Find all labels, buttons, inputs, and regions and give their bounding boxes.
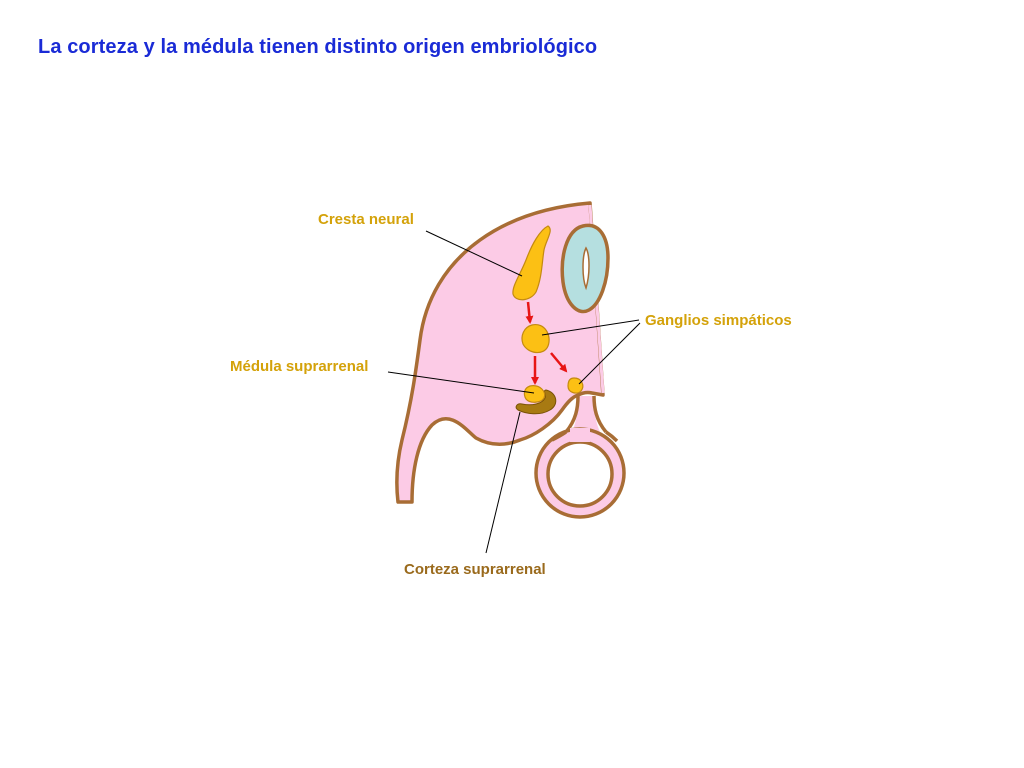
gut-stalk-right-wall bbox=[592, 395, 608, 434]
label-neural-crest: Cresta neural bbox=[318, 211, 414, 228]
label-adrenal-medulla: Médula suprarrenal bbox=[230, 358, 369, 375]
arrow-crest-to-ganglion bbox=[525, 301, 534, 324]
leader-line-ganglia-lower bbox=[578, 322, 641, 385]
label-sympathetic-ganglia: Ganglios simpáticos bbox=[645, 312, 792, 329]
gut-stalk-join-right bbox=[605, 430, 619, 443]
leader-line-ganglia-upper bbox=[541, 319, 640, 336]
neural-tube-lumen bbox=[582, 246, 590, 291]
adrenal-cortex bbox=[515, 389, 557, 415]
embryo-body bbox=[395, 201, 605, 504]
slide-title: La corteza y la médula tienen distinto o… bbox=[38, 36, 598, 58]
arrow-ganglion-to-lower-ganglion bbox=[550, 352, 568, 373]
gut-stalk-join bbox=[570, 428, 590, 442]
neural-crest bbox=[512, 225, 551, 301]
leader-line-cortex bbox=[485, 411, 521, 554]
leader-line-neural-crest bbox=[425, 230, 523, 277]
label-adrenal-cortex: Corteza suprarrenal bbox=[404, 561, 546, 578]
sympathetic-ganglion-upper bbox=[521, 324, 550, 354]
leader-line-medulla bbox=[387, 371, 535, 394]
adrenal-medulla bbox=[523, 385, 546, 403]
sympathetic-ganglion-lower bbox=[567, 377, 584, 394]
gut-stalk-join-left bbox=[551, 430, 567, 442]
gut-ring-inner bbox=[546, 440, 614, 508]
